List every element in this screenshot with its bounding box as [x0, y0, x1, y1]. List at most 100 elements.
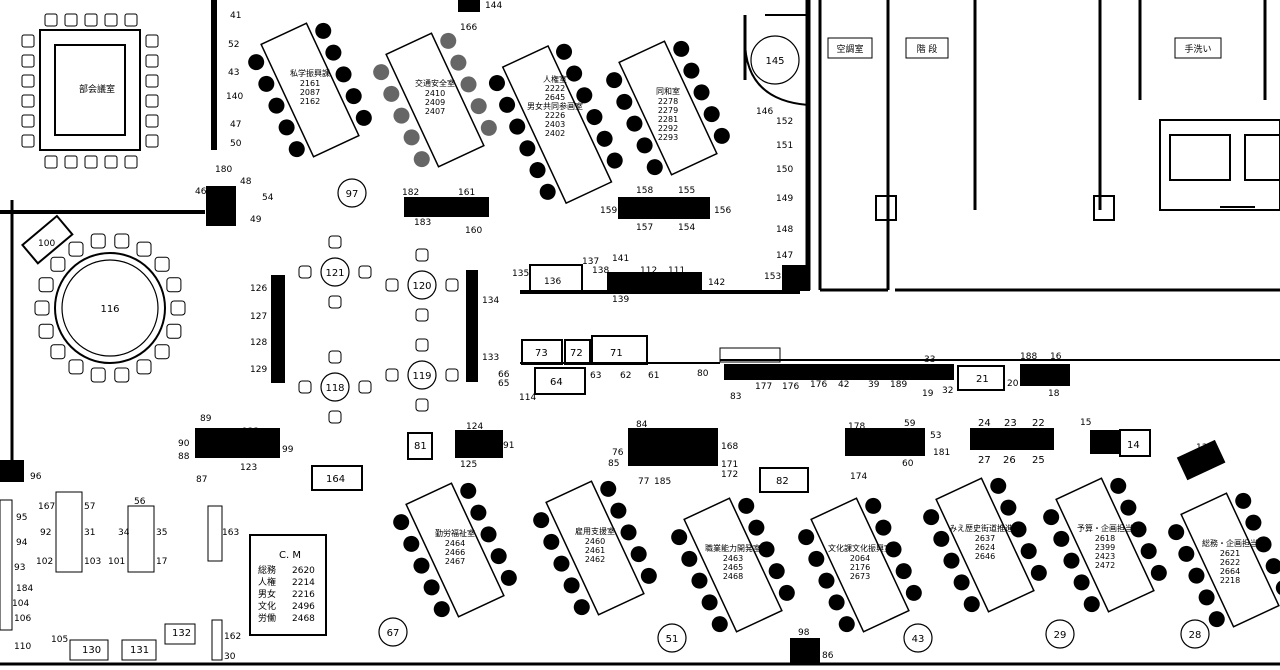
seat — [509, 118, 526, 135]
label-151: 151 — [776, 141, 793, 151]
chair — [154, 256, 170, 272]
label-23: 23 — [1004, 418, 1017, 429]
label-88: 88 — [178, 452, 190, 462]
chair — [445, 368, 459, 382]
seat — [1150, 564, 1167, 581]
seat — [943, 552, 960, 569]
label-91: 91 — [503, 441, 514, 451]
label-50: 50 — [230, 139, 242, 149]
locker — [0, 499, 13, 631]
chair — [90, 233, 106, 249]
seat — [1178, 545, 1195, 562]
label-130: 130 — [82, 645, 101, 656]
chair — [90, 367, 106, 383]
chair — [38, 323, 54, 339]
seat — [566, 65, 583, 82]
label-102: 102 — [36, 557, 53, 567]
label-83: 83 — [730, 392, 741, 402]
seat — [373, 64, 390, 81]
seat — [573, 599, 590, 616]
label-158: 158 — [636, 186, 653, 196]
seat — [393, 514, 410, 531]
desk-ext: 2409 — [425, 98, 445, 107]
cabinet — [0, 460, 24, 482]
desk-ext: 2465 — [723, 563, 743, 572]
label-16: 16 — [1050, 352, 1062, 362]
desk-ext: 2472 — [1095, 561, 1115, 570]
cm-row-ext: 2468 — [292, 614, 315, 624]
cm-row-label: 男女 — [258, 588, 276, 600]
label-87: 87 — [196, 475, 207, 485]
circle-marker — [320, 372, 350, 402]
label-64: 64 — [550, 377, 563, 388]
label-189: 189 — [890, 380, 907, 390]
desk — [935, 477, 1035, 613]
label-150: 150 — [776, 165, 793, 175]
seat — [738, 497, 755, 514]
label-56: 56 — [134, 497, 146, 507]
label-49: 49 — [250, 215, 262, 225]
label-139: 139 — [612, 295, 629, 305]
label-95: 95 — [16, 513, 27, 523]
seat — [278, 119, 295, 136]
alcove-145 — [744, 39, 809, 106]
label-59: 59 — [904, 419, 916, 429]
toilet-fixture — [1159, 119, 1280, 211]
seat — [553, 555, 570, 572]
label-140: 140 — [226, 92, 243, 102]
desk-section: 勤労福祉室 — [435, 528, 475, 538]
circle-marker — [407, 360, 437, 390]
chair — [50, 256, 66, 272]
label-180: 180 — [215, 165, 232, 175]
chair — [328, 410, 342, 424]
seat — [1208, 611, 1225, 628]
seat — [488, 75, 505, 92]
partition — [271, 275, 285, 383]
desk-ext: 2618 — [1095, 534, 1115, 543]
label-168: 168 — [721, 442, 738, 452]
label-111: 111 — [668, 266, 685, 276]
seat — [616, 93, 633, 110]
seat — [288, 141, 305, 158]
seat — [470, 98, 487, 115]
desk-ext: 2292 — [658, 124, 678, 133]
label-136: 136 — [544, 277, 561, 287]
seat — [711, 616, 728, 633]
desk-73 — [521, 339, 563, 365]
cm-title: C. M — [279, 550, 301, 561]
label-188: 188 — [1020, 352, 1037, 362]
chair — [385, 278, 399, 292]
desk-ext: 2466 — [445, 548, 465, 557]
seat — [450, 54, 467, 71]
cabinet — [790, 638, 820, 664]
desk — [260, 22, 360, 158]
desk-ext: 2468 — [723, 572, 743, 581]
label-76: 76 — [612, 448, 624, 458]
seat — [875, 519, 892, 536]
desk-ext: 2278 — [658, 97, 678, 106]
chair — [298, 265, 312, 279]
seat — [626, 115, 643, 132]
circle-number: 43 — [912, 634, 925, 645]
seat — [556, 43, 573, 60]
cm-row-label: 文化 — [258, 600, 276, 612]
label-41: 41 — [230, 11, 241, 21]
chair — [170, 300, 186, 316]
chair — [145, 54, 159, 68]
seat — [1000, 499, 1017, 516]
seat — [703, 106, 720, 123]
seat — [798, 529, 815, 546]
circle-number: 120 — [412, 281, 431, 292]
label-26: 26 — [1003, 455, 1016, 466]
room-label-stairs: 階 段 — [917, 43, 938, 55]
seat — [533, 512, 550, 529]
label-53: 53 — [930, 431, 941, 441]
seat — [345, 88, 362, 105]
seat — [576, 87, 593, 104]
seat — [933, 530, 950, 547]
label-84: 84 — [636, 420, 648, 430]
